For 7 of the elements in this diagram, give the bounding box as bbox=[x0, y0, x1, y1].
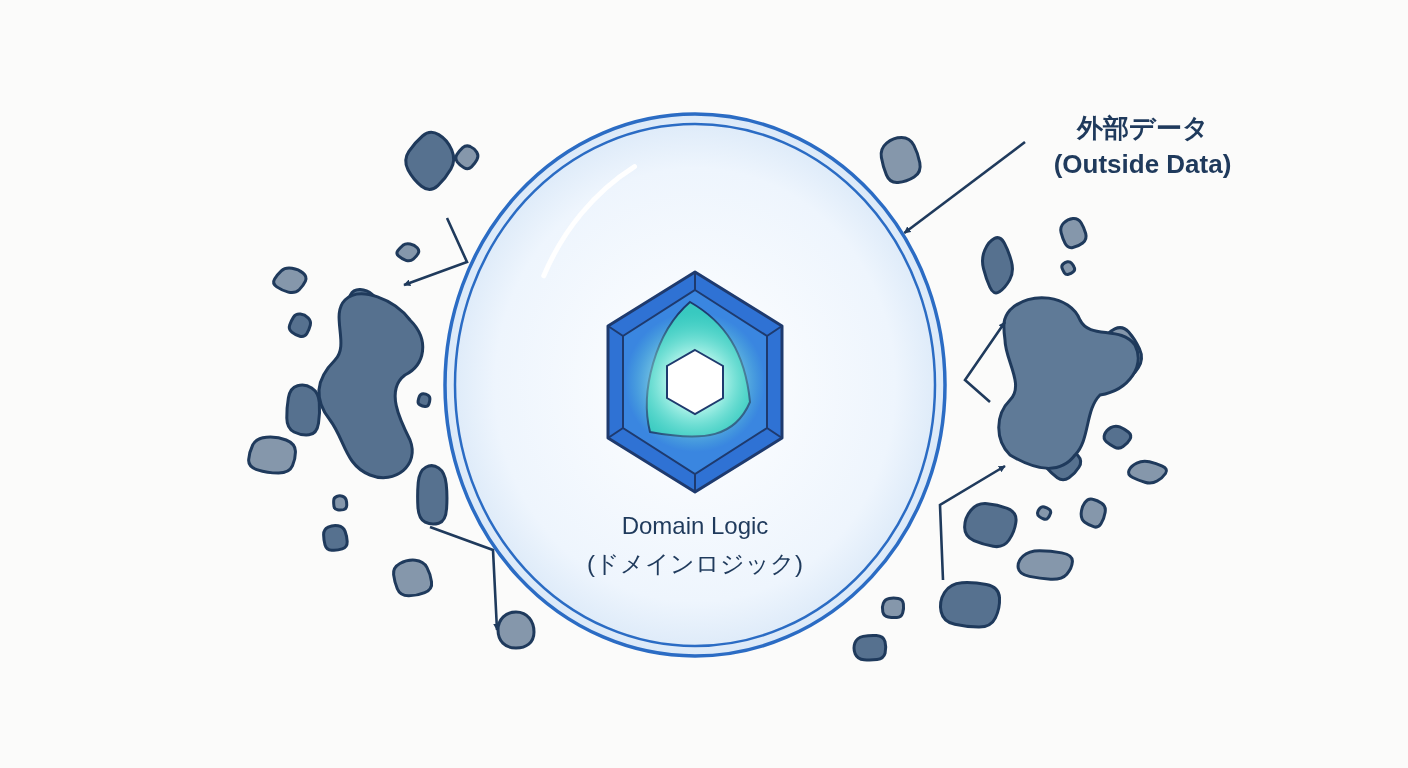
arrow bbox=[938, 464, 1006, 581]
arrow bbox=[429, 525, 501, 631]
arrow bbox=[403, 217, 469, 287]
node-label: Domain Logic (ドメインロジック) bbox=[586, 511, 804, 579]
callout-label: 外部データ (Outside Data) bbox=[1025, 104, 1260, 188]
arrow bbox=[903, 140, 1026, 235]
arrow bbox=[963, 321, 1007, 403]
